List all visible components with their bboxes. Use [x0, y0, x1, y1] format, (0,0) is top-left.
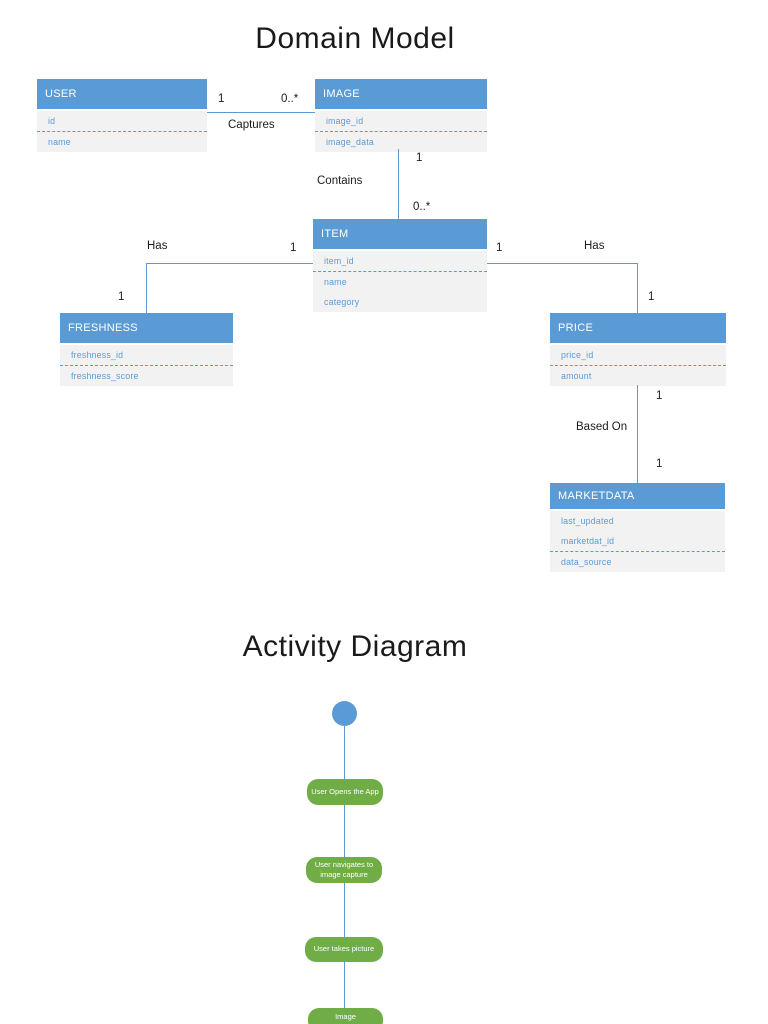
has-price-mult-price: 1	[648, 291, 655, 303]
activity-action-take-picture: User takes picture	[305, 937, 383, 962]
activity-flow-line-3	[344, 883, 346, 937]
entity-image-field-image-id: image_id	[326, 116, 364, 126]
entity-freshness-field-freshness-id: freshness_id	[71, 350, 124, 360]
has-freshness-connector-h	[146, 263, 313, 265]
entity-image: IMAGE image_id image_data	[315, 79, 487, 152]
captures-label: Captures	[228, 119, 275, 131]
entity-item-field-category: category	[324, 297, 360, 307]
entity-marketdata-field-marketdat-id: marketdat_id	[561, 536, 615, 546]
activity-action-navigate-capture: User navigates to image capture	[306, 857, 382, 883]
entity-marketdata: MARKETDATA last_updated marketdat_id dat…	[550, 483, 725, 572]
entity-image-field-image-data: image_data	[315, 131, 487, 152]
based-on-mult-marketdata: 1	[656, 458, 663, 470]
entity-user: USER id name	[37, 79, 207, 152]
activity-flow-line-4	[344, 962, 346, 1008]
activity-diagram-title: Activity Diagram	[242, 630, 468, 663]
entity-image-name: IMAGE	[315, 79, 487, 109]
has-freshness-mult-freshness: 1	[118, 291, 125, 303]
entity-item-body: item_id name category	[313, 249, 487, 312]
entity-image-body: image_id image_data	[315, 109, 487, 152]
entity-marketdata-field-data-source: data_source	[550, 551, 725, 572]
based-on-connector-line	[637, 385, 639, 483]
has-price-label: Has	[584, 240, 605, 252]
contains-mult-item: 0..*	[413, 201, 431, 213]
activity-action-open-app: User Opens the App	[307, 779, 383, 805]
entity-freshness-name: FRESHNESS	[60, 313, 233, 343]
entity-item: ITEM item_id name category	[313, 219, 487, 312]
has-price-connector-v	[637, 263, 639, 313]
contains-mult-image: 1	[416, 152, 423, 164]
has-freshness-connector-v	[146, 263, 148, 313]
entity-item-name: ITEM	[313, 219, 487, 249]
entity-user-body: id name	[37, 109, 207, 152]
has-freshness-label: Has	[147, 240, 168, 252]
entity-price-body: price_id amount	[550, 343, 726, 386]
entity-price: PRICE price_id amount	[550, 313, 726, 386]
entity-price-field-price-id: price_id	[561, 350, 594, 360]
activity-start-node-icon	[332, 701, 357, 726]
activity-flow-line-1	[344, 726, 346, 779]
entity-item-field-item-id: item_id	[324, 256, 354, 266]
activity-action-image: Image	[308, 1008, 383, 1024]
contains-label: Contains	[317, 175, 363, 187]
entity-user-field-id: id	[48, 116, 56, 126]
contains-connector-line	[398, 149, 400, 219]
captures-mult-image: 0..*	[281, 93, 299, 105]
entity-user-name: USER	[37, 79, 207, 109]
entity-item-field-name: name	[313, 271, 487, 292]
entity-freshness-field-freshness-score: freshness_score	[60, 365, 233, 386]
captures-connector-line	[207, 112, 315, 114]
entity-marketdata-field-last-updated: last_updated	[561, 516, 614, 526]
has-freshness-mult-item: 1	[290, 242, 297, 254]
entity-marketdata-body: last_updated marketdat_id data_source	[550, 509, 725, 572]
based-on-mult-price: 1	[656, 390, 663, 402]
domain-model-title: Domain Model	[255, 22, 455, 55]
entity-marketdata-name: MARKETDATA	[550, 483, 725, 509]
entity-price-field-amount: amount	[550, 365, 726, 386]
entity-freshness: FRESHNESS freshness_id freshness_score	[60, 313, 233, 386]
has-price-connector-h	[487, 263, 638, 265]
entity-user-field-name: name	[37, 131, 207, 152]
based-on-label: Based On	[576, 421, 628, 433]
entity-freshness-body: freshness_id freshness_score	[60, 343, 233, 386]
captures-mult-user: 1	[218, 93, 225, 105]
activity-flow-line-2	[344, 805, 346, 857]
entity-price-name: PRICE	[550, 313, 726, 343]
has-price-mult-item: 1	[496, 242, 503, 254]
